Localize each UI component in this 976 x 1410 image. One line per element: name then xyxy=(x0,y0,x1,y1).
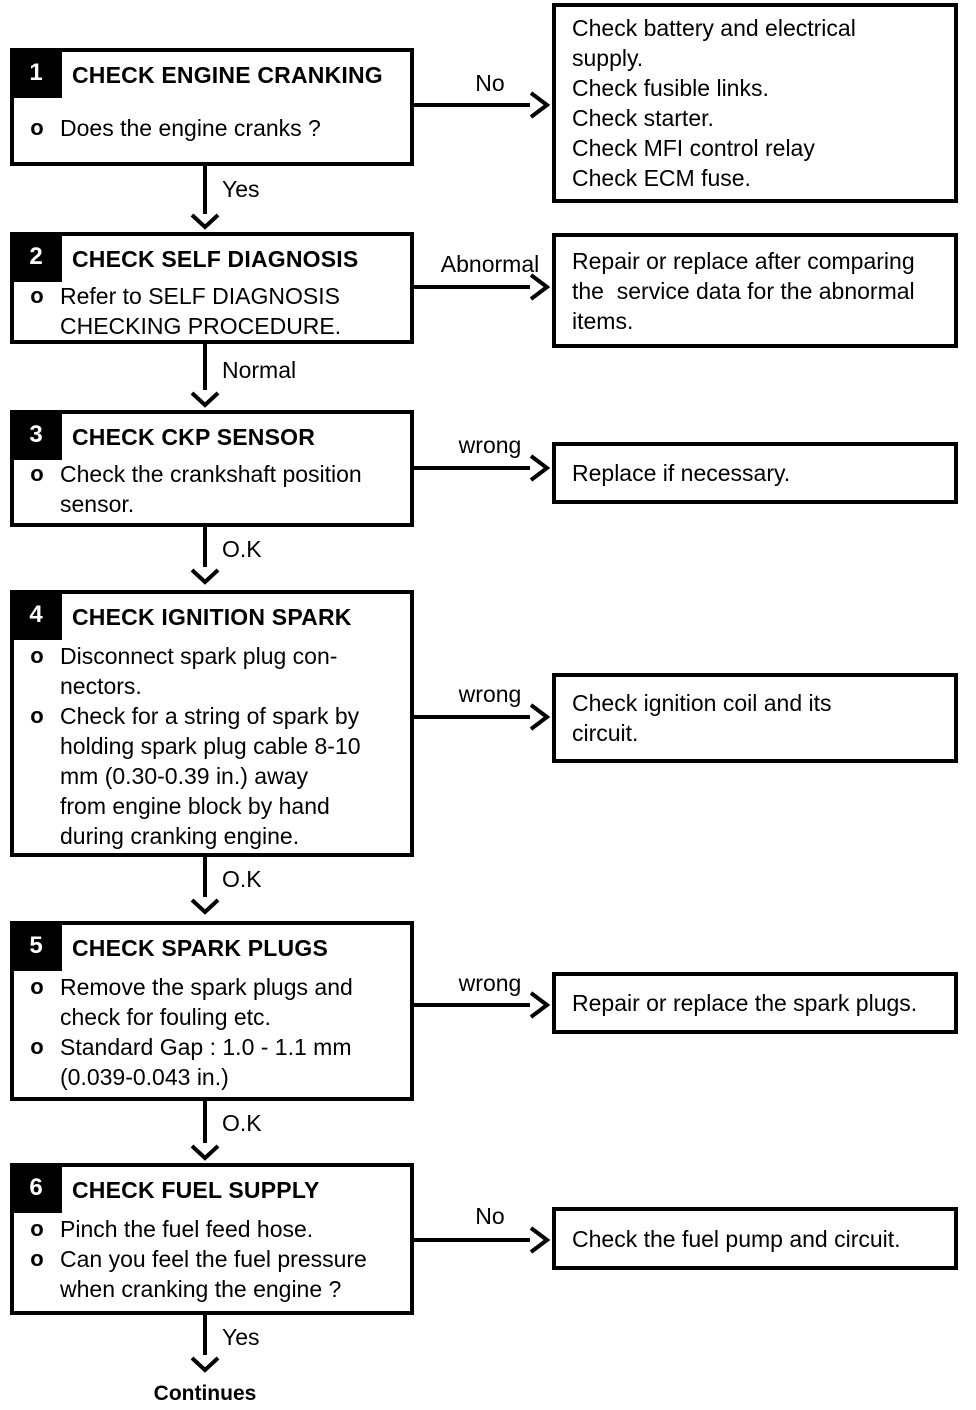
down-label: Normal xyxy=(222,357,297,383)
branch-label: Abnormal xyxy=(440,251,540,277)
down-label: Yes xyxy=(222,1324,260,1350)
bullet-marker: o xyxy=(30,115,44,140)
bullet-marker: o xyxy=(30,461,44,486)
down-connector-line xyxy=(203,1101,207,1143)
step-bullet: o Does the engine cranks ? xyxy=(14,113,410,143)
branch-label: No xyxy=(475,70,505,96)
right-arrow-icon xyxy=(529,703,550,731)
step-bullet: o Check for a string of spark by holding… xyxy=(14,701,410,851)
down-arrow-icon xyxy=(190,1356,220,1373)
result-text: Repair or replace after comparing the se… xyxy=(572,247,915,334)
step-4-result-box: Check ignition coil and its circuit. xyxy=(552,673,958,763)
step-number-badge: 6 xyxy=(10,1163,62,1213)
result-text: Check the fuel pump and circuit. xyxy=(572,1225,901,1252)
step-5-box: 5 CHECK SPARK PLUGS o Remove the spark p… xyxy=(10,921,414,1101)
bullet-marker: o xyxy=(30,1034,44,1059)
step-5-result-box: Repair or replace the spark plugs. xyxy=(552,972,958,1034)
step-number-badge: 2 xyxy=(10,232,62,282)
down-connector-line xyxy=(203,1315,207,1355)
step-bullet: o Remove the spark plugs and check for f… xyxy=(14,972,410,1032)
down-arrow-icon xyxy=(190,213,220,230)
bullet-text: Refer to SELF DIAGNOSIS CHECKING PROCEDU… xyxy=(60,283,342,339)
down-label: O.K xyxy=(222,866,262,892)
step-1-box: 1 CHECK ENGINE CRANKING o Does the engin… xyxy=(10,48,414,166)
step-3-box: 3 CHECK CKP SENSOR o Check the crankshaf… xyxy=(10,410,414,527)
bullet-text: Remove the spark plugs and check for fou… xyxy=(60,974,353,1030)
bullet-marker: o xyxy=(30,974,44,999)
step-number-badge: 3 xyxy=(10,410,62,460)
branch-label: wrong xyxy=(458,681,522,707)
step-3-result-box: Replace if necessary. xyxy=(552,442,958,504)
branch-connector-line xyxy=(414,1003,530,1007)
step-6-box: 6 CHECK FUEL SUPPLY o Pinch the fuel fee… xyxy=(10,1163,414,1315)
step-title: CHECK IGNITION SPARK xyxy=(72,604,352,630)
branch-connector-line xyxy=(414,103,530,107)
step-bullet: o Check the crankshaft position sensor. xyxy=(14,459,410,519)
step-bullet: o Disconnect spark plug con- nectors. xyxy=(14,641,410,701)
step-bullet: o Refer to SELF DIAGNOSIS CHECKING PROCE… xyxy=(14,281,410,341)
branch-connector-line xyxy=(414,285,530,289)
down-connector-line xyxy=(203,344,207,390)
down-connector-line xyxy=(203,857,207,897)
bullet-text: Standard Gap : 1.0 - 1.1 mm (0.039-0.043… xyxy=(60,1034,352,1090)
step-bullet: o Can you feel the fuel pressure when cr… xyxy=(14,1244,410,1304)
down-label: O.K xyxy=(222,536,262,562)
step-1-result-box: Check battery and electrical supply. Che… xyxy=(552,3,958,203)
bullet-text: Check for a string of spark by holding s… xyxy=(60,703,361,849)
branch-connector-line xyxy=(414,715,530,719)
right-arrow-icon xyxy=(529,273,550,301)
step-title: CHECK SELF DIAGNOSIS xyxy=(72,246,359,272)
right-arrow-icon xyxy=(529,991,550,1019)
step-number-badge: 5 xyxy=(10,921,62,971)
result-text: Repair or replace the spark plugs. xyxy=(572,990,918,1016)
step-6-result-box: Check the fuel pump and circuit. xyxy=(552,1207,958,1270)
down-connector-line xyxy=(203,166,207,214)
step-title: CHECK FUEL SUPPLY xyxy=(72,1177,320,1203)
continues-label: Continues xyxy=(153,1382,257,1405)
right-arrow-icon xyxy=(529,91,550,119)
down-arrow-icon xyxy=(190,568,220,585)
step-bullet: o Pinch the fuel feed hose. xyxy=(14,1214,410,1244)
step-title: CHECK ENGINE CRANKING xyxy=(72,62,383,88)
bullet-text: Can you feel the fuel pressure when cran… xyxy=(60,1246,367,1302)
step-title: CHECK SPARK PLUGS xyxy=(72,935,328,961)
step-number-badge: 1 xyxy=(10,48,62,98)
bullet-marker: o xyxy=(30,283,44,308)
bullet-text: Pinch the fuel feed hose. xyxy=(60,1216,314,1242)
down-arrow-icon xyxy=(190,1144,220,1161)
down-label: Yes xyxy=(222,176,260,202)
result-text: Check battery and electrical supply. Che… xyxy=(572,15,856,191)
bullet-marker: o xyxy=(30,703,44,728)
step-title: CHECK CKP SENSOR xyxy=(72,424,316,450)
step-2-result-box: Repair or replace after comparing the se… xyxy=(552,233,958,348)
bullet-text: Disconnect spark plug con- nectors. xyxy=(60,643,338,699)
bullet-marker: o xyxy=(30,1246,44,1271)
bullet-marker: o xyxy=(30,643,44,668)
branch-label: wrong xyxy=(458,970,522,996)
branch-connector-line xyxy=(414,1238,530,1242)
step-number-badge: 4 xyxy=(10,590,62,640)
bullet-marker: o xyxy=(30,1216,44,1241)
down-connector-line xyxy=(203,527,207,567)
step-2-box: 2 CHECK SELF DIAGNOSIS o Refer to SELF D… xyxy=(10,232,414,344)
step-bullet: o Standard Gap : 1.0 - 1.1 mm (0.039-0.0… xyxy=(14,1032,410,1092)
down-label: O.K xyxy=(222,1110,262,1136)
down-arrow-icon xyxy=(190,898,220,915)
branch-label: No xyxy=(475,1203,505,1229)
down-arrow-icon xyxy=(190,391,220,408)
step-4-box: 4 CHECK IGNITION SPARK o Disconnect spar… xyxy=(10,590,414,857)
branch-label: wrong xyxy=(458,432,522,458)
right-arrow-icon xyxy=(529,1226,550,1254)
right-arrow-icon xyxy=(529,454,550,482)
result-text: Check ignition coil and its circuit. xyxy=(572,690,832,746)
bullet-text: Check the crankshaft position sensor. xyxy=(60,461,362,517)
branch-connector-line xyxy=(414,466,530,470)
result-text: Replace if necessary. xyxy=(572,460,791,486)
bullet-text: Does the engine cranks ? xyxy=(60,115,321,141)
